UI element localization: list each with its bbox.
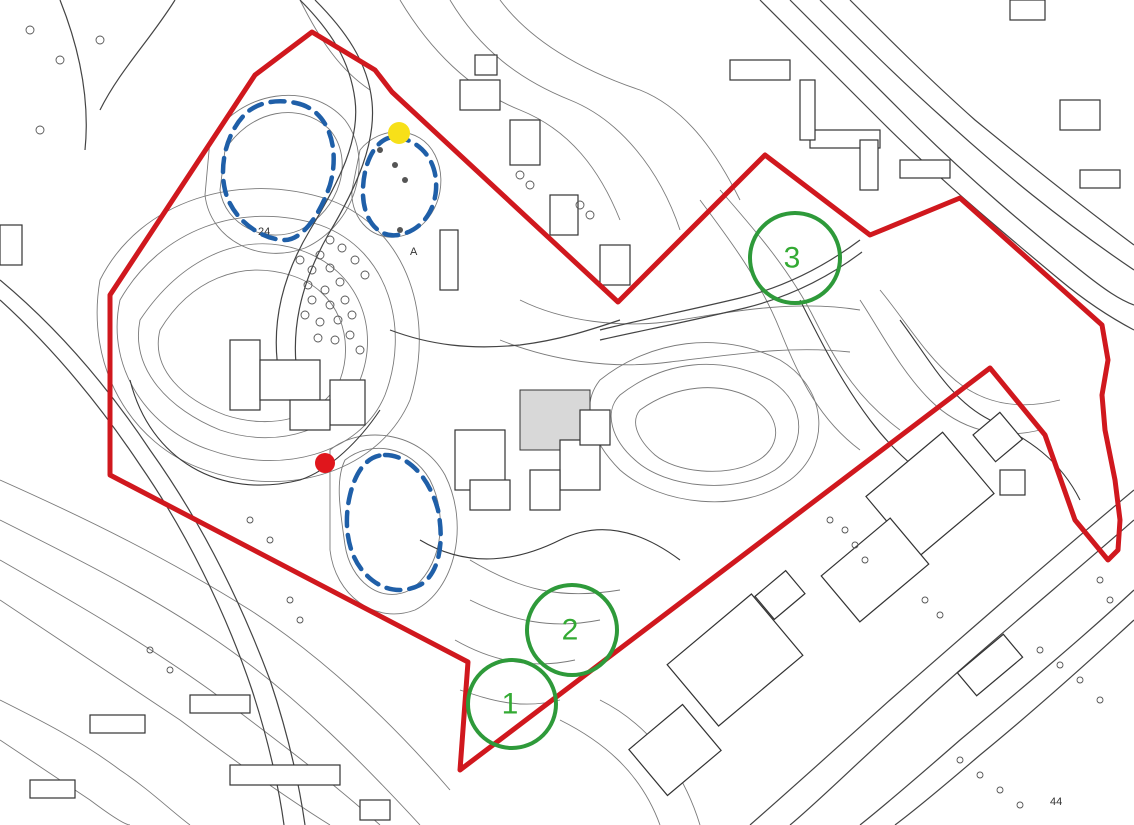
dashed-zones bbox=[220, 99, 443, 593]
site-circle-1: 1 bbox=[466, 658, 558, 750]
site-circle-2: 2 bbox=[525, 583, 619, 677]
site-circle-1-ring bbox=[466, 658, 558, 750]
site-label-1: 1 bbox=[502, 688, 519, 721]
dashed-zone-south bbox=[344, 452, 443, 593]
lot-label: A bbox=[410, 246, 418, 258]
site-label-3: 3 bbox=[784, 242, 801, 275]
dashed-zone-north bbox=[360, 134, 439, 238]
sheet-number-label: 44 bbox=[1050, 796, 1062, 808]
site-label-2: 2 bbox=[562, 614, 579, 647]
vegetation bbox=[25, 25, 1114, 809]
site-circle-3: 3 bbox=[748, 211, 842, 305]
site-circle-2-ring bbox=[525, 583, 619, 677]
study-area-boundary bbox=[107, 29, 1123, 773]
yellow-point-marker bbox=[388, 122, 410, 144]
site-circle-3-ring bbox=[748, 211, 842, 305]
red-point-marker bbox=[315, 453, 335, 473]
dashed-zone-northwest bbox=[220, 99, 336, 243]
